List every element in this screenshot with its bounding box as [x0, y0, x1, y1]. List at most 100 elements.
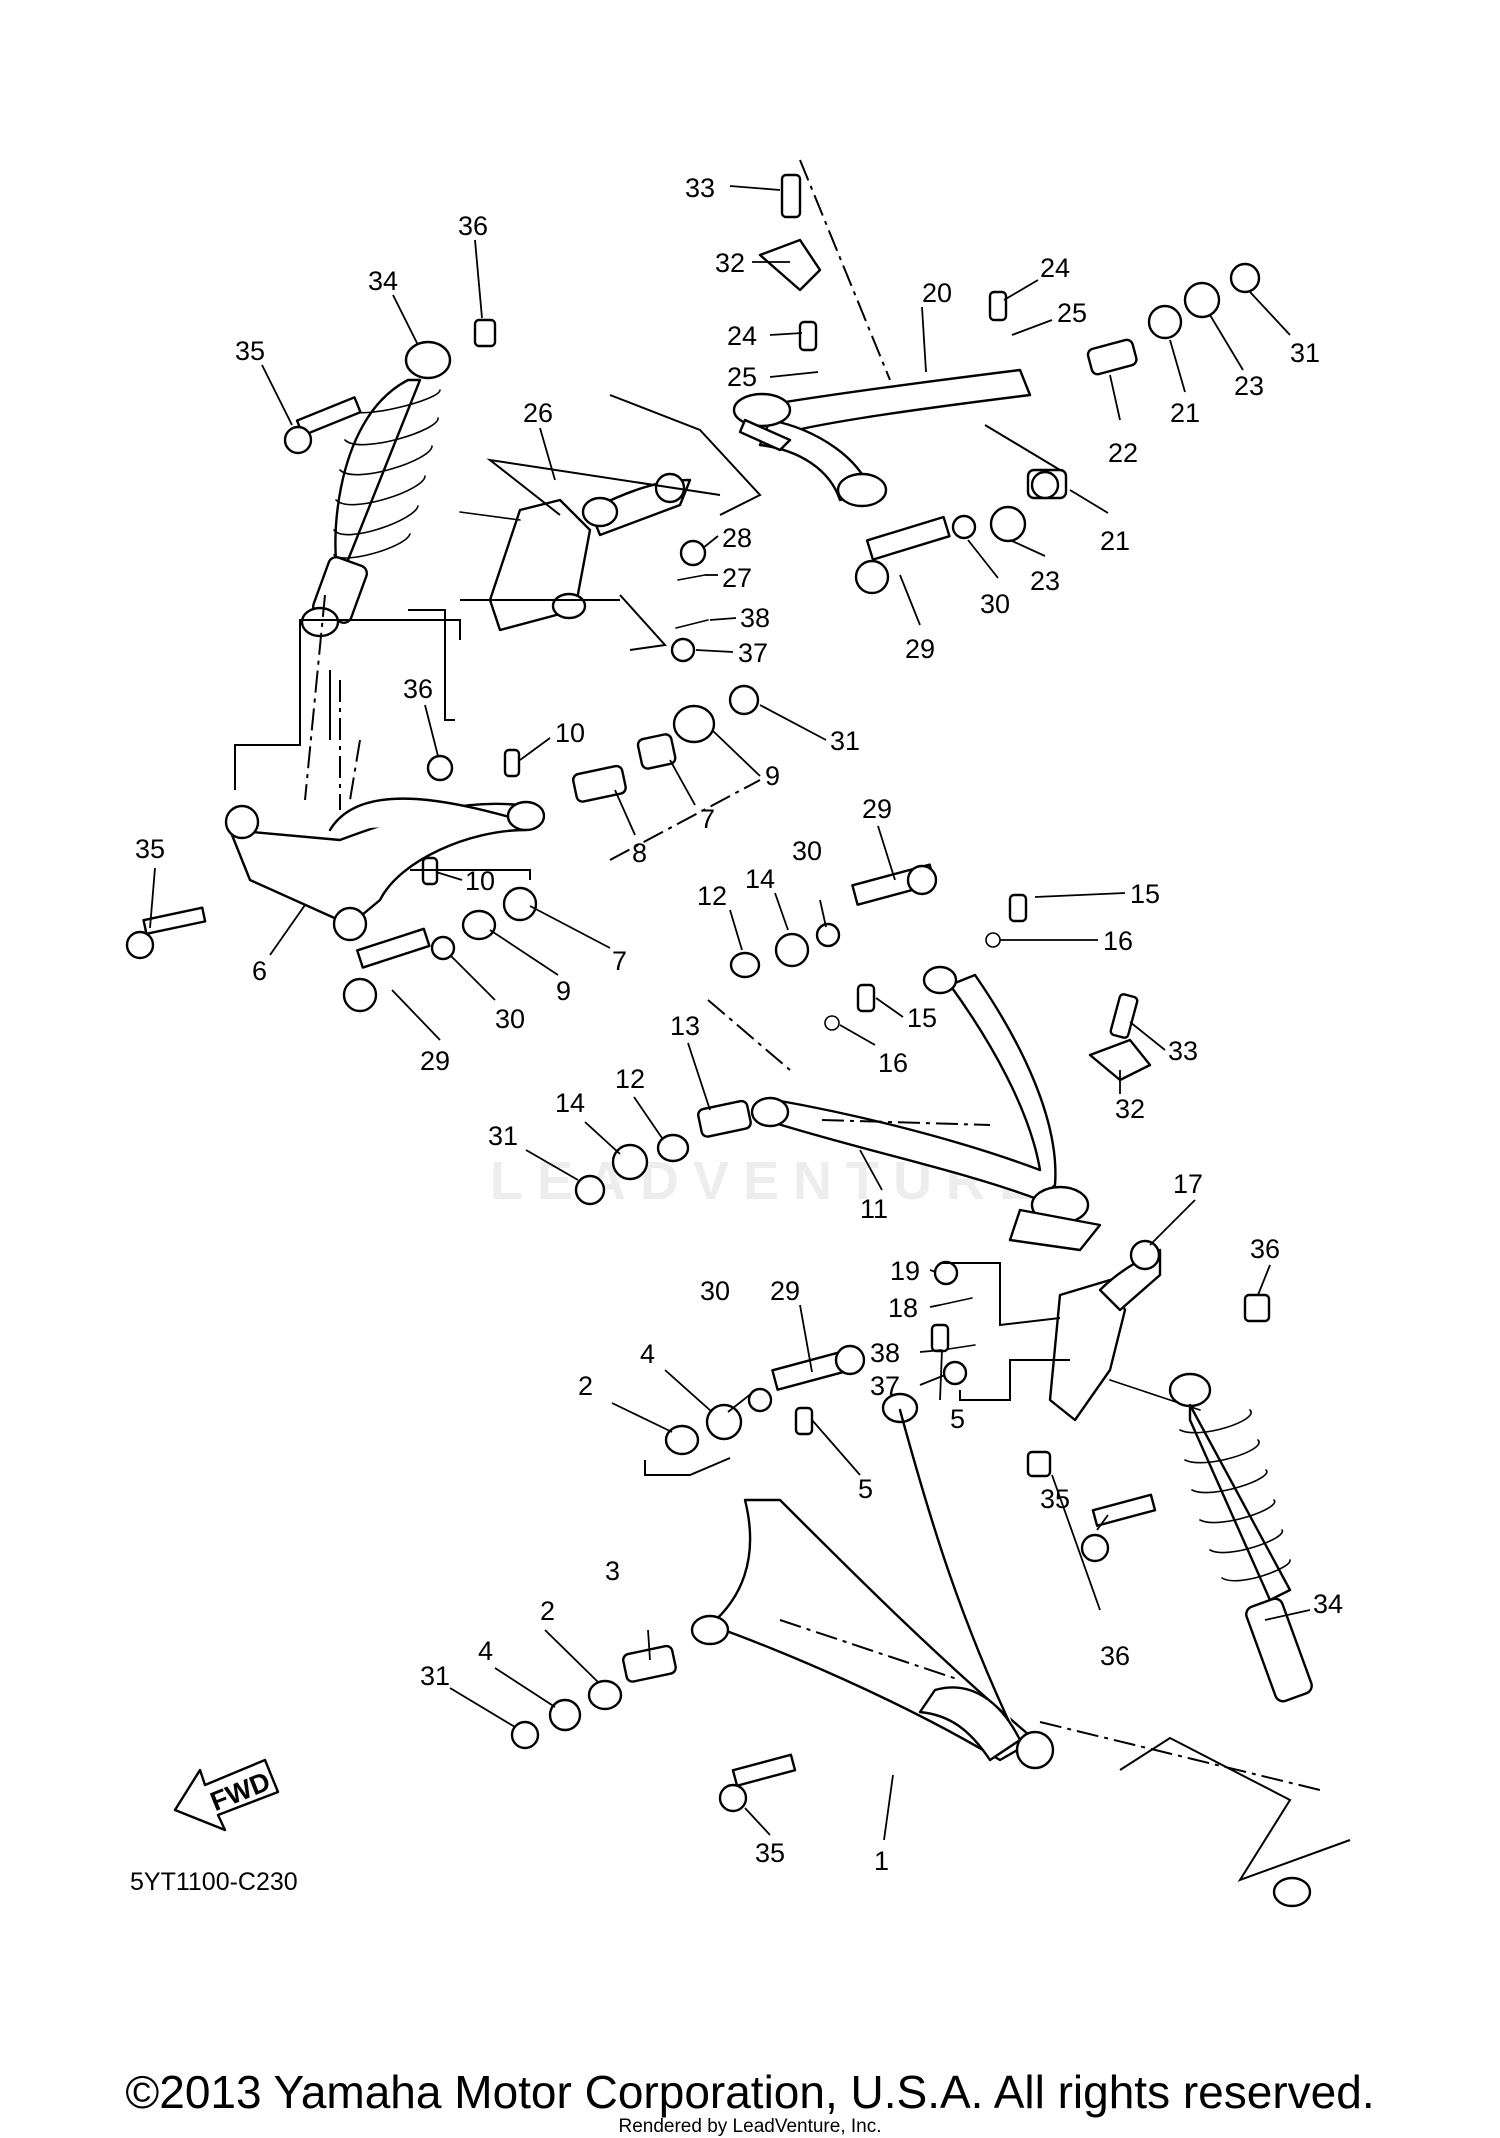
callout-24: 24: [727, 321, 757, 351]
callout-20: 20: [922, 278, 952, 308]
callout-31: 31: [830, 726, 860, 756]
callout-5: 5: [950, 1404, 965, 1434]
callout-36: 36: [1100, 1641, 1130, 1671]
callout-38: 38: [870, 1338, 900, 1368]
callout-29: 29: [420, 1046, 450, 1076]
upper-arm-bolt-29a[interactable]: [854, 515, 951, 595]
callout-22: 22: [1108, 438, 1138, 468]
callout-35: 35: [755, 1838, 785, 1868]
callout-14: 14: [555, 1088, 585, 1118]
callout-35: 35: [1040, 1484, 1070, 1514]
callout-29: 29: [770, 1276, 800, 1306]
callout-27: 27: [722, 563, 752, 593]
callout-5: 5: [858, 1474, 873, 1504]
callout-29: 29: [905, 634, 935, 664]
callout-13: 13: [670, 1011, 700, 1041]
callout-26: 26: [523, 398, 553, 428]
shock-absorber-left-34[interactable]: [300, 318, 497, 638]
callout-3: 3: [605, 1556, 620, 1586]
bushings-12-13-14-center[interactable]: [574, 922, 841, 1206]
steering-knuckle-26[interactable]: [459, 472, 692, 632]
steering-knuckle-17[interactable]: [1048, 1239, 1201, 1422]
bolt-35a[interactable]: [283, 396, 362, 455]
callout-33: 33: [1168, 1036, 1198, 1066]
callout-23: 23: [1234, 371, 1264, 401]
shock-absorber-right-34[interactable]: [1168, 1372, 1314, 1908]
callout-12: 12: [615, 1064, 645, 1094]
callout-37: 37: [870, 1371, 900, 1401]
callout-16: 16: [878, 1048, 908, 1078]
bracket-32b-bolt-33b[interactable]: [1088, 993, 1152, 1082]
lower-arm-right-1[interactable]: [690, 1392, 1055, 1770]
nuts-28-27-38-37-upper[interactable]: [670, 539, 709, 663]
callout-32: 32: [715, 248, 745, 278]
callout-30: 30: [980, 589, 1010, 619]
callout-10: 10: [465, 866, 495, 896]
callout-30: 30: [495, 1004, 525, 1034]
callout-6: 6: [252, 956, 267, 986]
callout-21: 21: [1100, 526, 1130, 556]
callout-31: 31: [1290, 338, 1320, 368]
upper-arm-center-11[interactable]: [750, 965, 1102, 1252]
bracket-32a-bolt-33a[interactable]: [758, 173, 822, 292]
callout-34: 34: [1313, 1589, 1343, 1619]
callout-38: 38: [740, 603, 770, 633]
grease-fittings-24[interactable]: [798, 290, 1008, 352]
lower-arm-left-6[interactable]: [224, 797, 546, 942]
callout-37: 37: [738, 638, 768, 668]
callout-25: 25: [727, 362, 757, 392]
callout-7: 7: [700, 804, 715, 834]
callout-18: 18: [888, 1293, 918, 1323]
callout-7: 7: [612, 946, 627, 976]
callout-36: 36: [458, 211, 488, 241]
callout-16: 16: [1103, 926, 1133, 956]
callout-34: 34: [368, 266, 398, 296]
bushings-7-8-9-left[interactable]: [426, 684, 760, 961]
bolt-29c-grease-15-16[interactable]: [824, 863, 1028, 1031]
callout-8: 8: [632, 838, 647, 868]
callout-14: 14: [745, 864, 775, 894]
callout-2: 2: [578, 1371, 593, 1401]
diagram-code: 5YT1100-C230: [130, 1868, 298, 1896]
upper-arm-right[interactable]: [732, 368, 1032, 508]
callout-24: 24: [1040, 253, 1070, 283]
callout-9: 9: [556, 976, 571, 1006]
callout-31: 31: [488, 1121, 518, 1151]
callout-23: 23: [1030, 566, 1060, 596]
callout-9: 9: [765, 761, 780, 791]
bushings-21-23-right[interactable]: [951, 262, 1261, 543]
copyright-notice: ©2013 Yamaha Motor Corporation, U.S.A. A…: [125, 2066, 1375, 2118]
callout-30: 30: [700, 1276, 730, 1306]
fwd-arrow-icon: FWD: [173, 1758, 280, 1832]
callout-21: 21: [1170, 398, 1200, 428]
callout-12: 12: [697, 881, 727, 911]
callout-4: 4: [478, 1636, 493, 1666]
bolts-29d-35-grease-5[interactable]: [718, 1293, 1271, 1813]
callout-30: 30: [792, 836, 822, 866]
callout-32: 32: [1115, 1094, 1145, 1124]
callout-35: 35: [135, 834, 165, 864]
callout-2: 2: [540, 1596, 555, 1626]
callout-33: 33: [685, 173, 715, 203]
callout-numbers: 33 32 24 20 24 25 25 21 22 23 31 21 23 3…: [135, 173, 1343, 1876]
callout-4: 4: [640, 1339, 655, 1369]
callout-10: 10: [555, 718, 585, 748]
callout-19: 19: [890, 1256, 920, 1286]
callout-31: 31: [420, 1661, 450, 1691]
callout-11: 11: [860, 1194, 888, 1224]
callout-35: 35: [235, 336, 265, 366]
callout-leaders: [149, 185, 1311, 1841]
bushings-2-3-4-right[interactable]: [510, 1387, 773, 1750]
callout-1: 1: [874, 1846, 889, 1876]
callout-28: 28: [722, 523, 752, 553]
callout-15: 15: [907, 1003, 937, 1033]
rendered-by-notice: Rendered by LeadVenture, Inc.: [618, 2116, 882, 2137]
callout-15: 15: [1130, 879, 1160, 909]
callout-36: 36: [403, 674, 433, 704]
callout-36: 36: [1250, 1234, 1280, 1264]
assembly-guide-lines: [234, 159, 1351, 1882]
callout-29: 29: [862, 794, 892, 824]
callout-17: 17: [1173, 1169, 1203, 1199]
callout-25: 25: [1057, 298, 1087, 328]
